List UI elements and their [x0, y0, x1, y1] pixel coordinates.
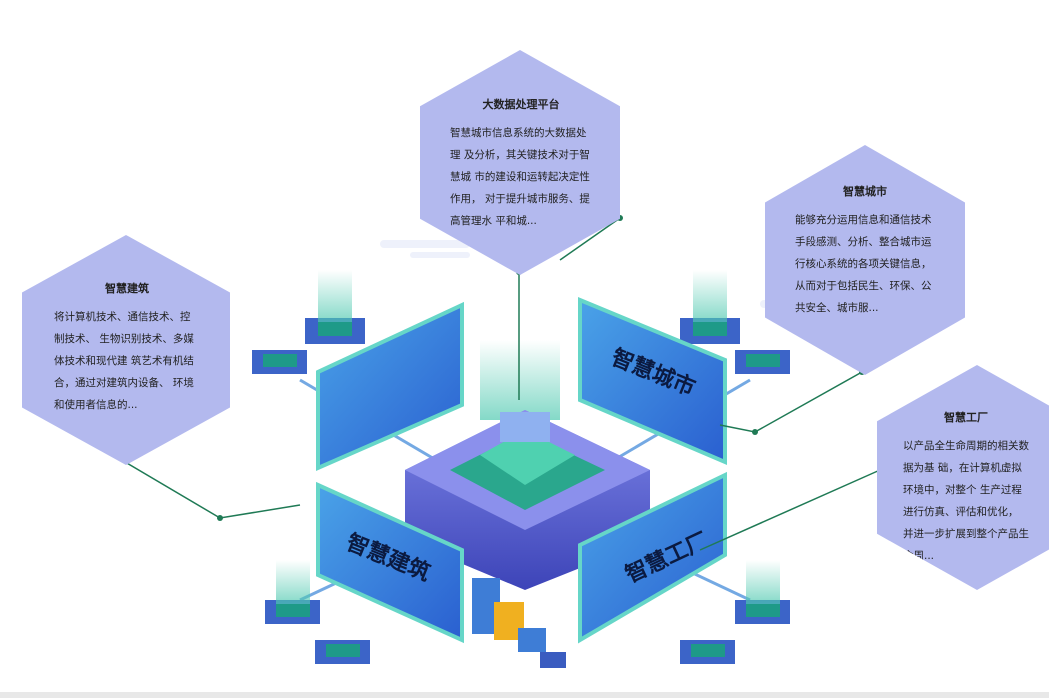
hex-title: 大数据处理平台	[482, 98, 560, 111]
hex-text: 将计算机技术、通信技术、控制技术、 生物识别技术、多媒体技术和现代建 筑艺术有机…	[54, 311, 194, 411]
hex-text: 以产品全生命周期的相关数据为基 础，在计算机虚拟环境中，对整个 生产过程进行仿真…	[903, 440, 1029, 562]
bar-blocks	[472, 578, 566, 668]
hex-smart-building: 智慧建筑 将计算机技术、通信技术、控制技术、 生物识别技术、多媒体技术和现代建 …	[22, 235, 230, 465]
bottom-bar	[0, 692, 1049, 698]
hex-text: 智慧城市信息系统的大数据处理 及分析，其关键技术对于智慧城 市的建设和运转起决定…	[450, 127, 590, 227]
hex-smart-city: 智慧城市 能够充分运用信息和通信技术手段感测、分析、整合城市运行核心系统的各项关…	[765, 145, 965, 375]
hex-text: 能够充分运用信息和通信技术手段感测、分析、整合城市运行核心系统的各项关键信息，从…	[795, 214, 932, 314]
display-panels	[316, 297, 727, 644]
hex-title: 智慧城市	[843, 185, 887, 198]
hex-title: 智慧工厂	[944, 411, 988, 424]
server-chips	[252, 270, 790, 664]
hex-title: 智慧建筑	[105, 282, 149, 295]
